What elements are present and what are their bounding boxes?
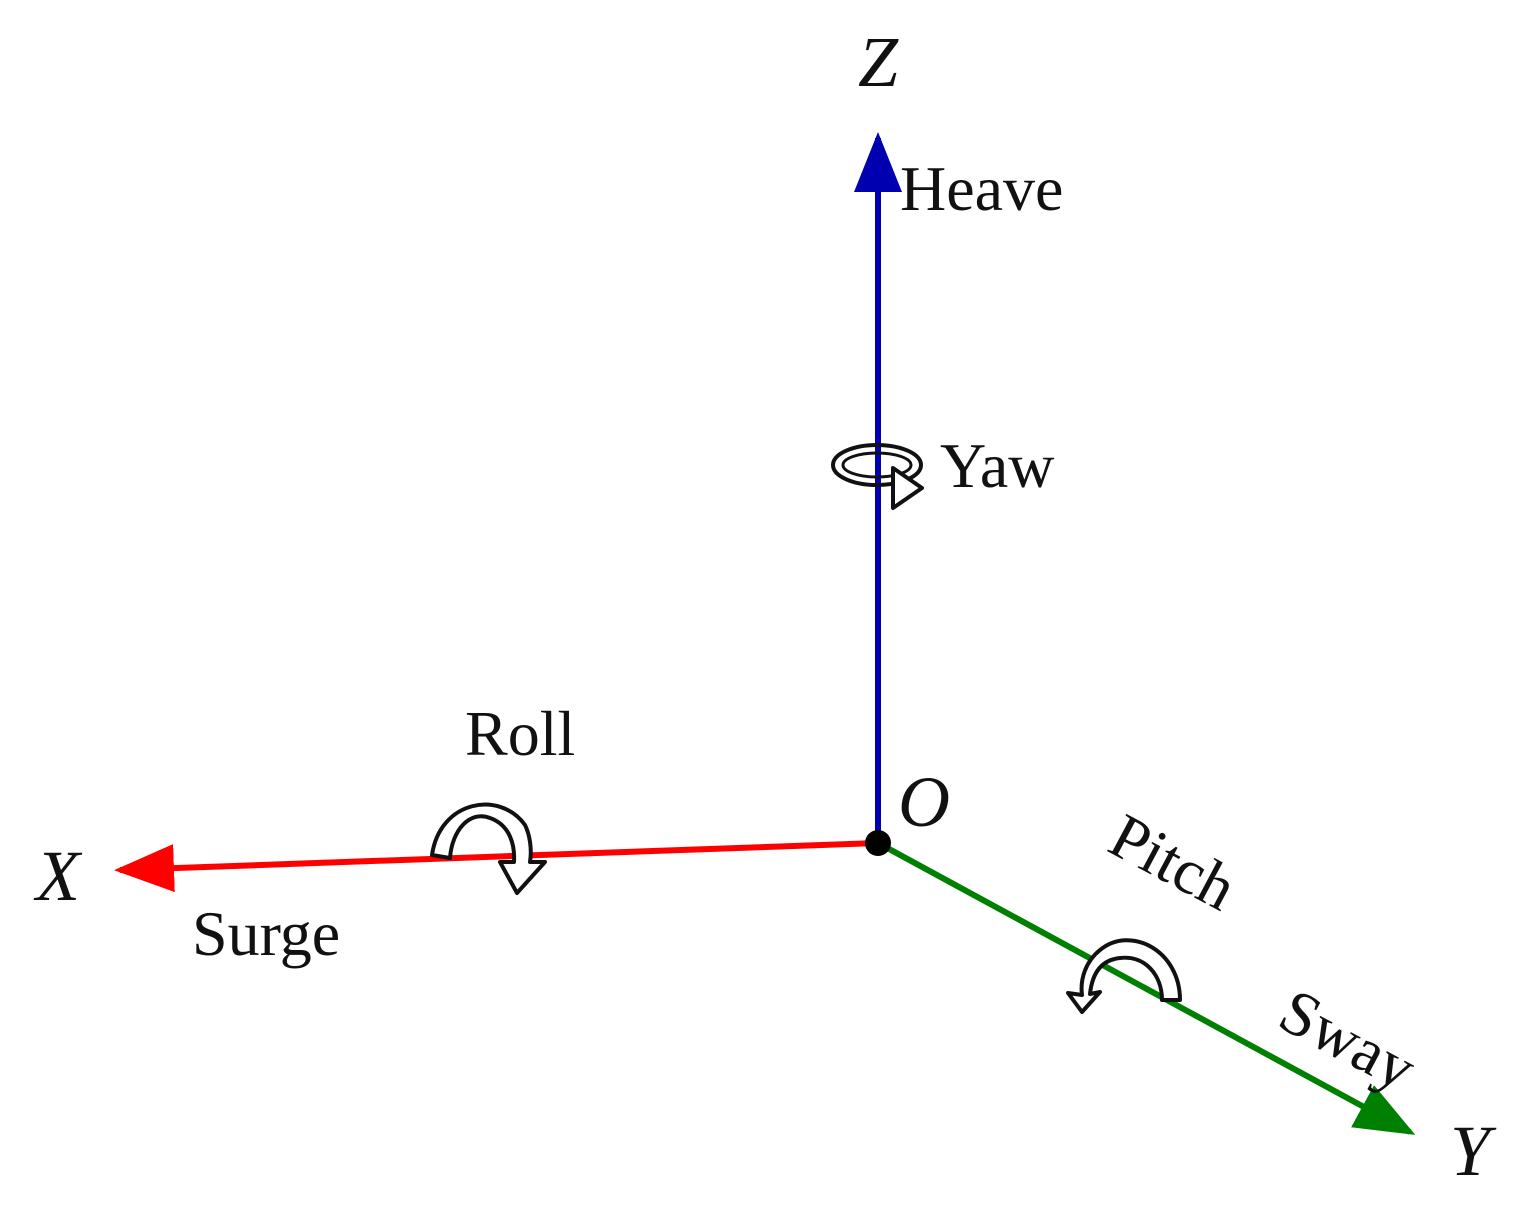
- roll-rotation-icon: [430, 802, 547, 895]
- surge-label: Surge: [192, 898, 340, 969]
- pitch-rotation-icon: [1066, 938, 1182, 1014]
- y-axis-letter: Y: [1450, 1111, 1497, 1191]
- yaw-rotation-icon: [831, 443, 924, 510]
- x-axis-line: [114, 840, 879, 893]
- yaw-label: Yaw: [940, 430, 1054, 501]
- x-axis-letter: X: [33, 836, 83, 916]
- origin-label: O: [898, 762, 950, 842]
- origin-point: [865, 830, 891, 856]
- sway-label: Sway: [1268, 975, 1427, 1104]
- y-axis-line: [876, 840, 1416, 1135]
- z-axis-letter: Z: [858, 22, 899, 102]
- pitch-label: Pitch: [1098, 800, 1247, 924]
- roll-label: Roll: [465, 698, 575, 769]
- heave-label: Heave: [900, 153, 1063, 224]
